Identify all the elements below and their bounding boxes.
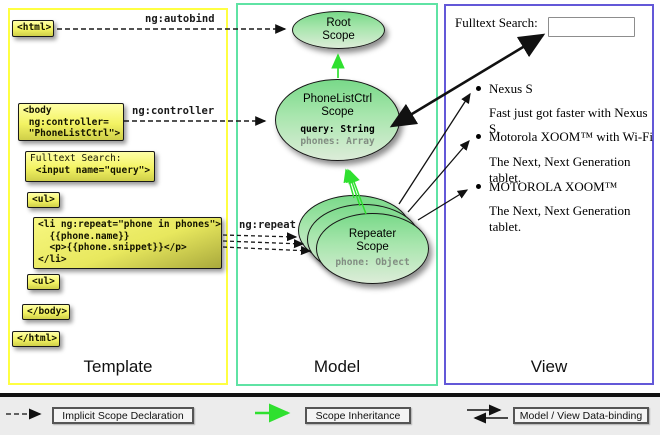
code-line: <input name="query">	[30, 164, 151, 176]
code-line: "PhoneListCtrl">	[23, 128, 121, 139]
model-column-title: Model	[313, 357, 361, 376]
code-line: </body>	[27, 306, 68, 317]
code-line: <body	[23, 105, 52, 116]
view-item-title: MOTOROLA XOOM™	[489, 179, 618, 194]
scope-prop-phone: phone: Object	[335, 257, 410, 268]
code-box-body-open: <body ng:controller= "PhoneListCtrl">	[18, 103, 124, 141]
code-line: </li>	[38, 253, 67, 265]
view-item-title: Motorola XOOM™ with Wi-Fi	[489, 129, 654, 144]
phonelistctrl-scope-title: PhoneListCtrl Scope	[302, 92, 373, 118]
legend-implicit-scope-label: Implicit Scope Declaration	[62, 409, 184, 422]
code-box-li-repeat: <li ng:repeat="phone in phones"> {{phone…	[33, 217, 222, 269]
view-column-title: View	[530, 357, 568, 376]
repeater-scope-ellipse-front: Repeater Scope phone: Object	[316, 213, 429, 284]
code-line: ng:controller=	[23, 116, 109, 128]
bullet-dot	[476, 86, 481, 91]
legend-scope-inheritance-label: Scope Inheritance	[315, 409, 401, 422]
code-line: <li ng:repeat="phone in phones">	[38, 219, 222, 230]
legend-databinding-box: Model / View Data-binding	[513, 407, 649, 424]
view-item-desc: The Next, Next Generation tablet.	[489, 203, 631, 234]
code-box-ul-open: <ul>	[27, 192, 60, 208]
code-line: <ul>	[32, 194, 55, 205]
code-line: Fulltext Search:	[30, 153, 122, 164]
code-line: {{phone.name}}	[38, 230, 130, 242]
bullet-dot	[476, 184, 481, 189]
view-item-desc: The Next, Next Generation tablet.	[489, 154, 631, 185]
ng-autobind-label: ng:autobind	[145, 13, 215, 25]
code-line: <html>	[17, 22, 52, 33]
code-box-body-close: </body>	[22, 304, 70, 320]
scope-prop-phones: phones: Array	[300, 135, 375, 147]
legend-databinding-label: Model / View Data-binding	[519, 409, 643, 422]
view-search-label: Fulltext Search:	[455, 15, 538, 30]
ng-controller-label: ng:controller	[132, 105, 215, 117]
legend-scope-inheritance-box: Scope Inheritance	[305, 407, 411, 424]
legend-implicit-scope-box: Implicit Scope Declaration	[52, 407, 194, 424]
fulltext-search-input[interactable]	[548, 17, 635, 37]
code-box-html-open: <html>	[12, 20, 54, 37]
phonelistctrl-scope-ellipse: PhoneListCtrl Scope query: String phones…	[275, 79, 400, 161]
code-box-fulltext-input: Fulltext Search: <input name="query">	[25, 151, 155, 182]
code-box-html-close: </html>	[12, 331, 60, 347]
scope-prop-query: query: String	[300, 123, 375, 135]
template-column-title: Template	[83, 357, 153, 376]
code-line: <ul>	[32, 276, 55, 287]
code-line: <p>{{phone.snippet}}</p>	[38, 242, 187, 253]
view-item-title: Nexus S	[489, 81, 533, 96]
code-line: </html>	[17, 333, 58, 344]
view-column-box	[444, 4, 654, 385]
root-scope-ellipse: Root Scope	[292, 11, 385, 49]
code-box-ul-close: <ul>	[27, 274, 60, 290]
root-scope-title: Root Scope	[322, 17, 355, 42]
ng-repeat-label: ng:repeat	[239, 219, 296, 231]
model-column-box	[236, 3, 438, 386]
repeater-scope-title: Repeater Scope	[348, 228, 397, 253]
bullet-dot	[476, 134, 481, 139]
